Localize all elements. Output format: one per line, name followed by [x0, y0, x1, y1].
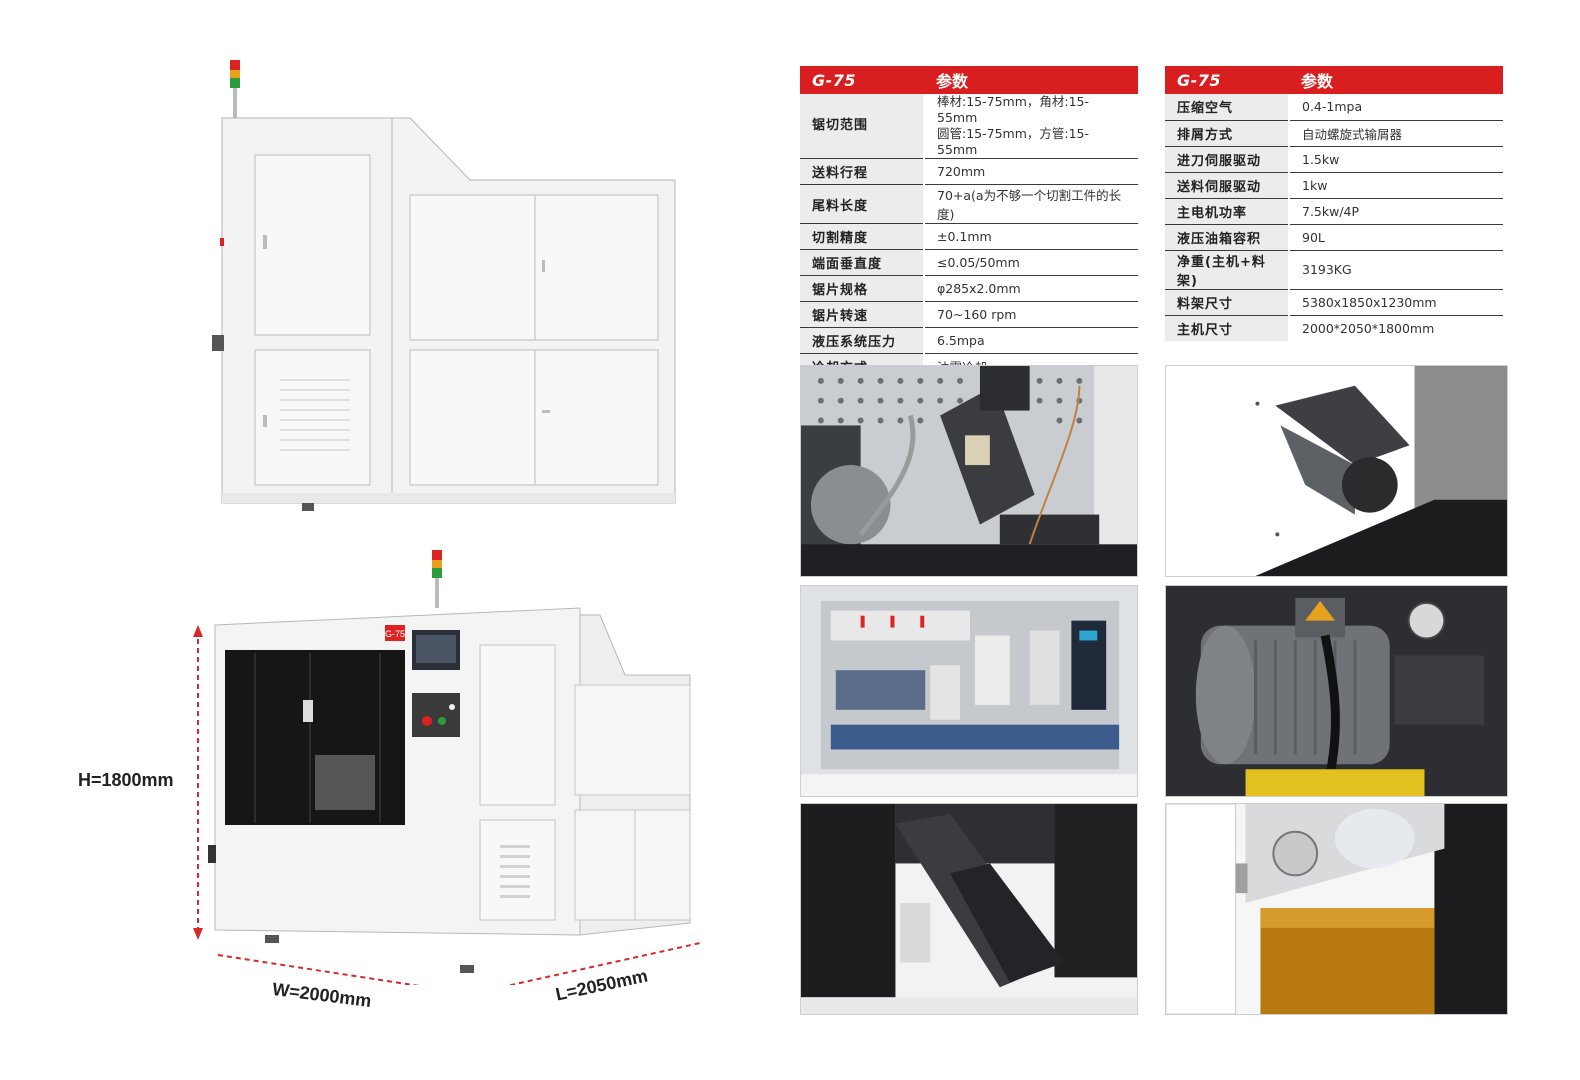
spec-table-header: G-75 参数 [1165, 66, 1503, 94]
spec-row: 排屑方式自动螺旋式输屑器 [1165, 120, 1503, 147]
header-params: 参数 [924, 66, 1138, 94]
machine-perspective-view: G-75 [193, 550, 701, 985]
header-model: G-75 [800, 66, 924, 94]
spec-value: ±0.1mm [924, 223, 1138, 250]
spec-table-left: G-75 参数 锯切范围 棒材:15-75mm，角材:15-55mm 圆管:15… [800, 66, 1138, 380]
spec-table-header: G-75 参数 [800, 66, 1138, 94]
header-model: G-75 [1165, 66, 1289, 94]
spec-value: φ285x2.0mm [924, 275, 1138, 302]
machine-badge: G-75 [385, 629, 405, 639]
spec-label: 进刀伺服驱动 [1165, 146, 1290, 173]
spec-row: 端面垂直度≤0.05/50mm [800, 249, 1138, 276]
machine-top-view [212, 60, 676, 511]
spec-row: 净重(主机+料架)3193KG [1165, 250, 1503, 290]
spec-value: 70~160 rpm [924, 301, 1138, 328]
spec-label: 端面垂直度 [800, 249, 925, 276]
spec-label: 排屑方式 [1165, 120, 1290, 147]
spec-value: 5380x1850x1230mm [1289, 289, 1503, 316]
spec-label: 液压油箱容积 [1165, 224, 1290, 251]
spec-value: 棒材:15-75mm，角材:15-55mm 圆管:15-75mm，方管:15-5… [924, 94, 1138, 159]
spec-value: 自动螺旋式输屑器 [1289, 120, 1503, 147]
spec-label: 料架尺寸 [1165, 289, 1290, 316]
spec-label: 液压系统压力 [800, 327, 925, 354]
spec-label: 送料行程 [800, 158, 925, 185]
spec-label: 锯片转速 [800, 301, 925, 328]
spec-label: 切割精度 [800, 223, 925, 250]
spec-label: 尾料长度 [800, 184, 925, 224]
photo-electrical-cabinet [800, 585, 1138, 797]
photo-chip-chute [1165, 365, 1508, 577]
spec-value: 0.4-1mpa [1289, 94, 1503, 121]
spec-value: 1kw [1289, 172, 1503, 199]
spec-label: 主电机功率 [1165, 198, 1290, 225]
spec-label: 锯片规格 [800, 275, 925, 302]
height-dimension-label: H=1800mm [78, 770, 174, 790]
spec-value: 2000*2050*1800mm [1302, 320, 1435, 336]
spec-value: 3193KG [1289, 250, 1503, 290]
spec-label: 锯切范围 [800, 94, 925, 159]
spec-value: 1.5kw [1289, 146, 1503, 173]
header-params: 参数 [1289, 66, 1503, 94]
spec-value: 7.5kw/4P [1289, 198, 1503, 225]
spec-value-line-1: 棒材:15-75mm，角材:15-55mm [937, 94, 1090, 125]
photo-hydraulic-motor [1165, 585, 1508, 797]
photo-saw-head [800, 365, 1138, 577]
spec-value: 70+a(a为不够一个切割工件的长度) [924, 184, 1138, 224]
spec-row: 锯切范围 棒材:15-75mm，角材:15-55mm 圆管:15-75mm，方管… [800, 94, 1138, 159]
spec-value: ≤0.05/50mm [924, 249, 1138, 276]
spec-row: 切割精度±0.1mm [800, 223, 1138, 250]
spec-row: 主机尺寸 2000*2050*1800mm [1165, 315, 1503, 341]
spec-value: 6.5mpa [924, 327, 1138, 354]
photo-oil-tank [1165, 803, 1508, 1015]
spec-label: 压缩空气 [1165, 94, 1290, 121]
spec-value-line-2: 圆管:15-75mm，方管:15-55mm [937, 126, 1090, 157]
spec-label: 净重(主机+料架) [1165, 250, 1290, 290]
spec-label: 主机尺寸 [1165, 315, 1290, 341]
spec-value: 720mm [924, 158, 1138, 185]
spec-value: 90L [1289, 224, 1503, 251]
photo-feeding-chute [800, 803, 1138, 1015]
spec-label: 送料伺服驱动 [1165, 172, 1290, 199]
